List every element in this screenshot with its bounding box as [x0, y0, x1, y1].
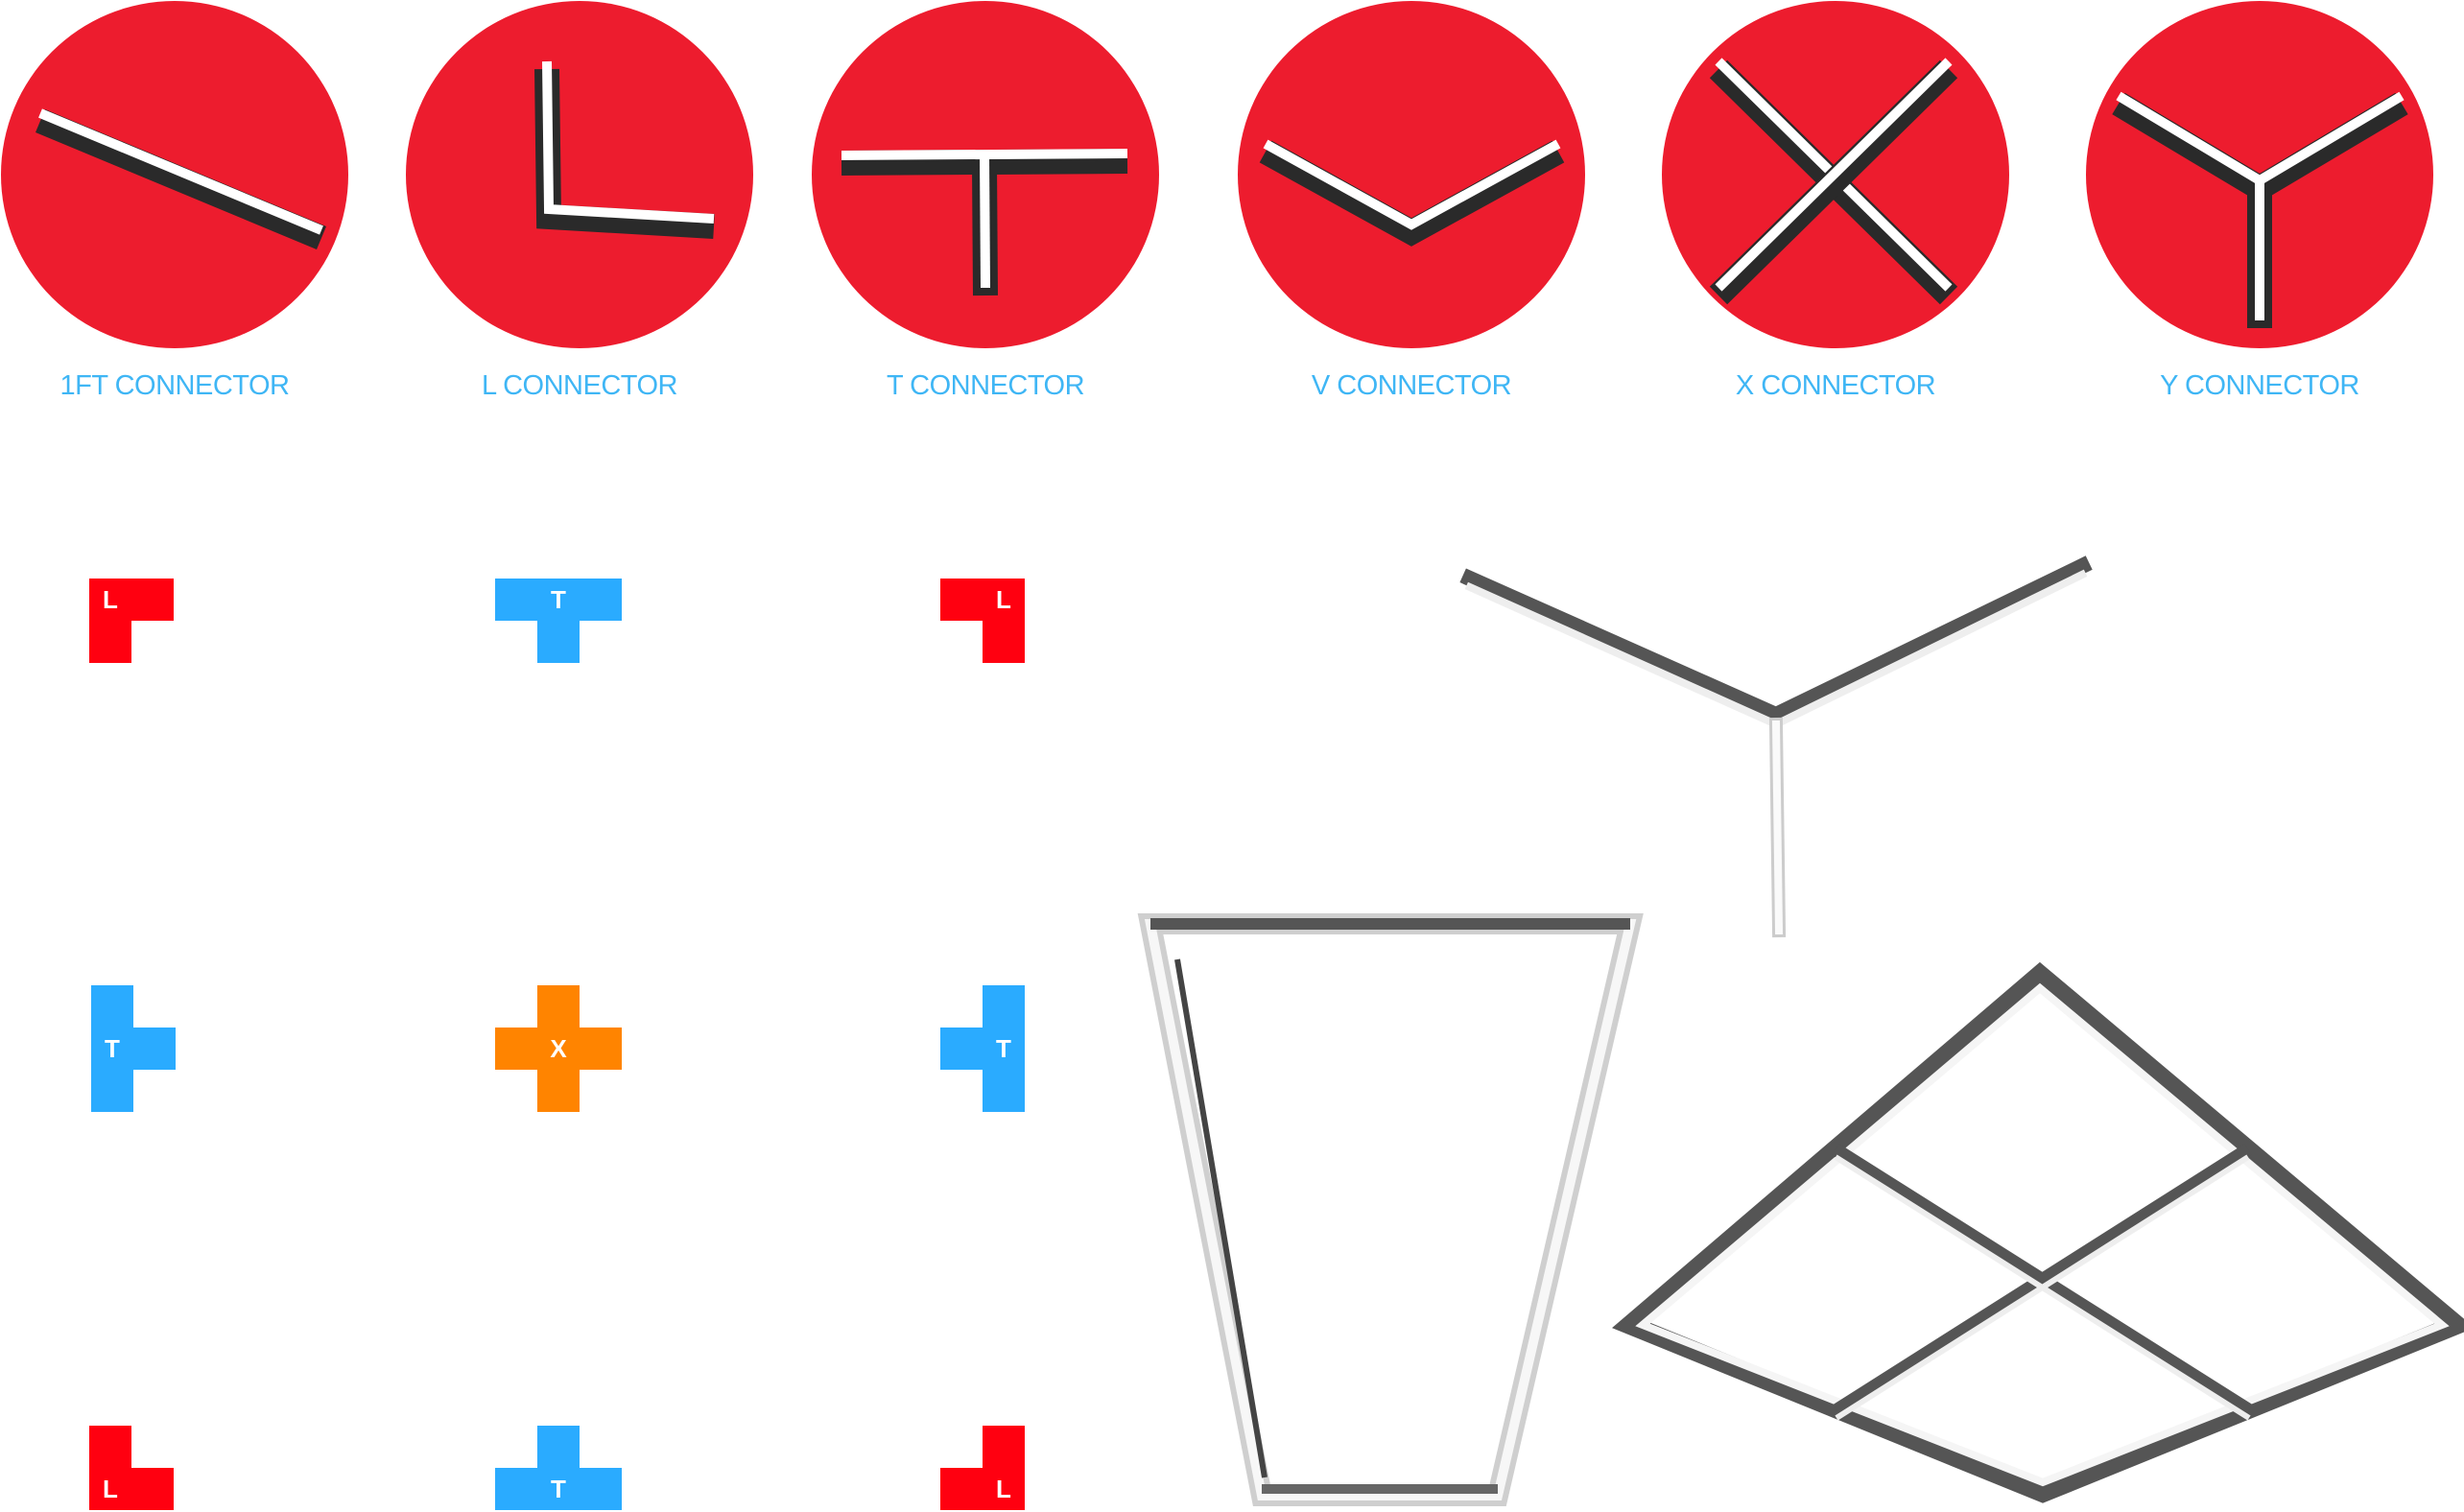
connector-label: L CONNECTOR [482, 370, 677, 401]
connector-v-image [1238, 1, 1585, 348]
connector-label: Y CONNECTOR [2160, 370, 2359, 401]
connector-l: L CONNECTOR [405, 0, 754, 422]
tile-letter: T [551, 585, 566, 614]
connector-label: X CONNECTOR [1735, 370, 1936, 401]
trapezoid-fixture [1137, 913, 1644, 1506]
connector-1ft-image [1, 1, 348, 348]
connector-x: X CONNECTOR [1661, 0, 2010, 422]
connector-t-image [812, 1, 1159, 348]
connector-y: Y CONNECTOR [2085, 0, 2434, 422]
connector-l-image [406, 1, 753, 348]
red-circle-badge [1238, 1, 1585, 348]
tile-letter: T [996, 1034, 1011, 1063]
connector-t: T CONNECTOR [811, 0, 1160, 422]
tile-letter: T [551, 1475, 566, 1503]
connector-x-image [1662, 1, 2009, 348]
tile-letter: L [103, 1475, 118, 1503]
tile-letter: T [105, 1034, 120, 1063]
red-circle-badge [406, 1, 753, 348]
connector-label: 1FT CONNECTOR [59, 370, 290, 401]
connector-label: V CONNECTOR [1311, 370, 1512, 401]
tile-letter: L [103, 585, 118, 614]
tile-letter: L [996, 585, 1011, 614]
connector-v: V CONNECTOR [1237, 0, 1586, 422]
tile-letter: L [996, 1475, 1011, 1503]
square-grid-fixture [1612, 961, 2464, 1503]
connector-label: T CONNECTOR [886, 370, 1085, 401]
connector-1ft: 1FT CONNECTOR [0, 0, 349, 422]
y-fixture [1459, 555, 2093, 938]
tile-letter: X [550, 1034, 567, 1063]
connector-y-image [2086, 1, 2433, 348]
